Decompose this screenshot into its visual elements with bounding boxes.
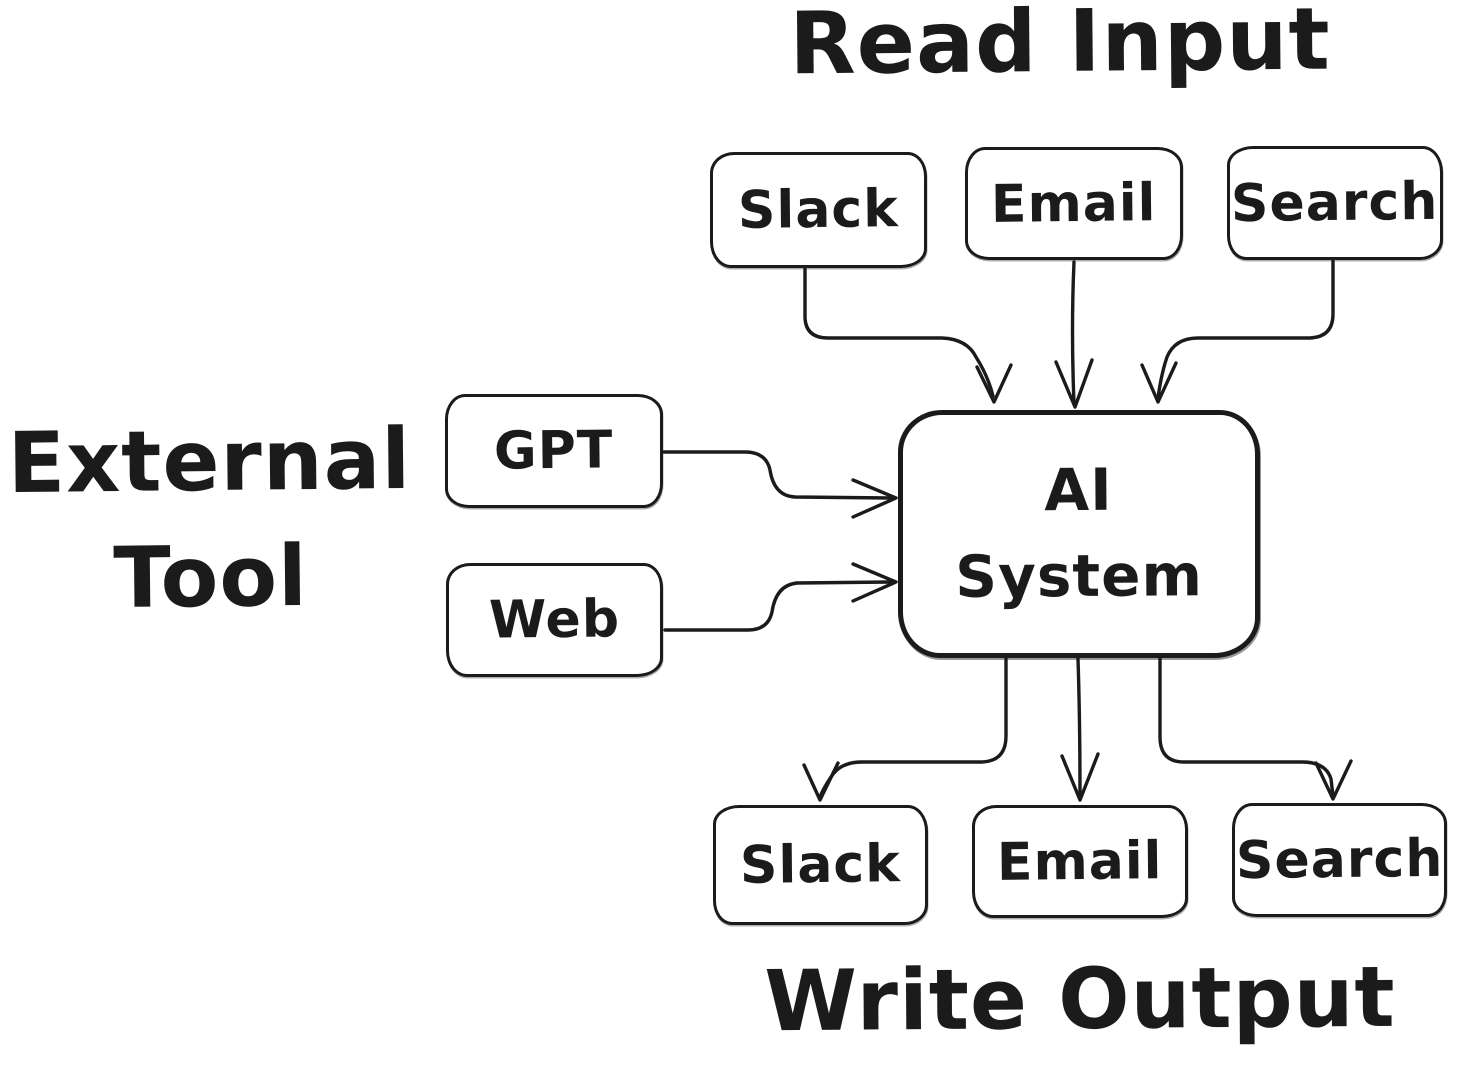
node-input-email-label: Email <box>990 172 1158 235</box>
node-output-slack: Slack <box>713 805 928 925</box>
arrow-ai-to-output-slack <box>818 657 1008 799</box>
node-output-search: Search <box>1232 803 1447 917</box>
node-output-slack-label: Slack <box>739 834 902 896</box>
node-input-email: Email <box>965 147 1183 260</box>
node-output-email-label: Email <box>996 830 1164 893</box>
arrow-input-email-to-ai <box>1070 260 1076 405</box>
arrowhead-output-search <box>1314 759 1353 801</box>
arrowhead-output-email <box>1060 752 1100 802</box>
arrow-ai-to-output-search <box>1158 657 1335 798</box>
node-web: Web <box>446 563 663 677</box>
arrowhead-output-slack <box>802 761 840 802</box>
node-ai-system-label: AI System <box>955 455 1204 611</box>
arrow-input-slack-to-ai <box>803 267 995 398</box>
arrowhead-web <box>851 562 898 603</box>
node-input-slack: Slack <box>710 152 927 268</box>
external-tool-title: External Tool <box>7 409 412 627</box>
write-output-title: Write Output <box>764 947 1396 1051</box>
arrow-gpt-to-ai <box>662 450 893 500</box>
node-input-search-label: Search <box>1231 171 1439 235</box>
node-output-email: Email <box>972 805 1188 918</box>
arrowhead-input-slack <box>975 363 1013 404</box>
node-input-search: Search <box>1227 146 1443 260</box>
node-ai-system: AI System <box>898 410 1260 658</box>
node-web-label: Web <box>488 589 621 651</box>
arrowhead-gpt <box>851 478 898 519</box>
arrow-ai-to-output-email <box>1076 657 1082 798</box>
node-gpt-label: GPT <box>494 420 614 482</box>
node-output-search-label: Search <box>1235 828 1444 892</box>
arrow-web-to-ai <box>663 580 893 632</box>
node-gpt: GPT <box>445 394 663 508</box>
read-input-title: Read Input <box>788 0 1332 95</box>
arrow-input-search-to-ai <box>1156 259 1335 400</box>
arrowhead-input-search <box>1140 361 1178 404</box>
arrowhead-input-email <box>1054 358 1094 409</box>
node-input-slack-label: Slack <box>737 179 900 241</box>
